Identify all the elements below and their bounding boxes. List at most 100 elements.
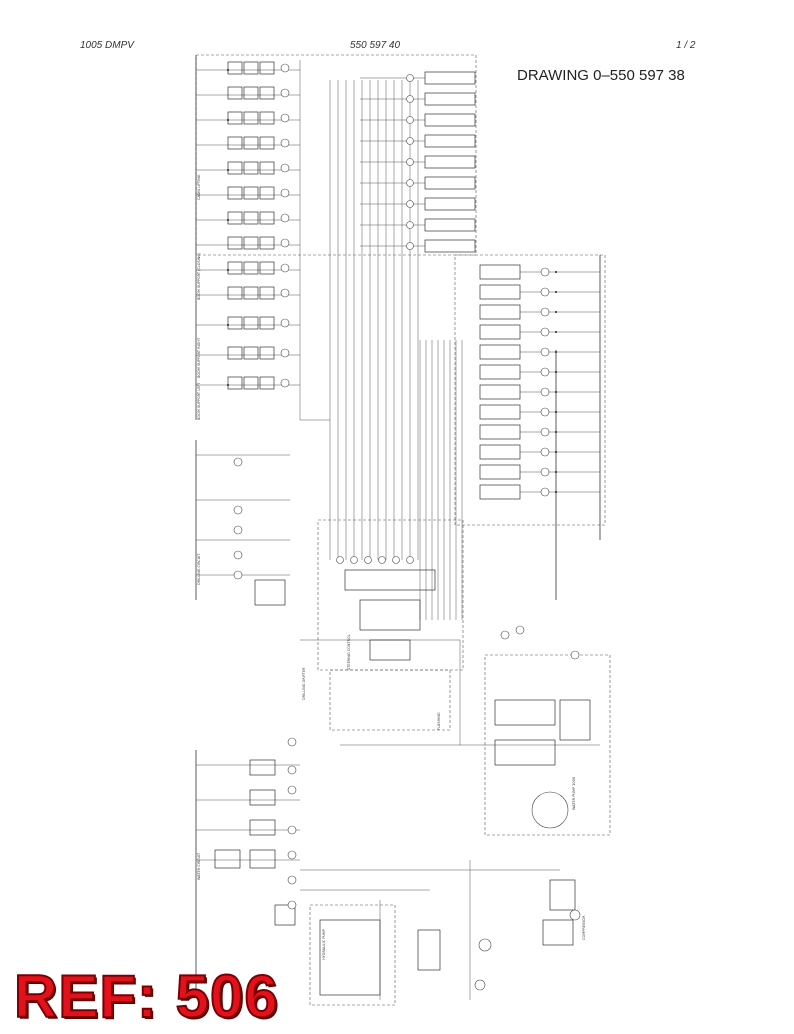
item-callout [336, 556, 344, 564]
item-callout [280, 238, 290, 248]
item-callout [531, 791, 569, 829]
item-callout [570, 650, 580, 660]
item-callout [540, 267, 550, 277]
component-box [243, 61, 259, 75]
item-callout [540, 427, 550, 437]
junction-dot [227, 324, 229, 326]
schematic-label: WATER CIRCUIT [197, 852, 201, 880]
component-box [259, 186, 275, 200]
schematic-label: DRILLING CIRCUIT [197, 553, 201, 585]
item-callout [569, 909, 581, 921]
item-callout [280, 188, 290, 198]
component-box [479, 264, 521, 280]
schematic-label: CABIN LIFTING [197, 174, 201, 200]
component-box [259, 376, 275, 390]
item-callout [287, 737, 297, 747]
junction-dot [555, 331, 557, 333]
component-box [227, 316, 243, 330]
item-callout [540, 307, 550, 317]
junction-dot [555, 391, 557, 393]
item-callout [540, 387, 550, 397]
junction-dot [227, 169, 229, 171]
item-callout [406, 116, 414, 124]
component-box [542, 919, 574, 946]
item-callout [474, 979, 486, 991]
item-callout [540, 367, 550, 377]
component-box [227, 186, 243, 200]
component-box [259, 211, 275, 225]
component-box [274, 904, 296, 926]
header-model: 1005 DMPV [80, 40, 134, 51]
component-box [254, 579, 286, 606]
component-box [243, 211, 259, 225]
junction-dot [555, 411, 557, 413]
item-callout [500, 630, 510, 640]
component-box [479, 444, 521, 460]
junction-dot [227, 119, 229, 121]
item-callout [280, 138, 290, 148]
component-box [549, 879, 576, 911]
enclosure [309, 904, 396, 1006]
item-callout [540, 347, 550, 357]
item-callout [540, 287, 550, 297]
item-callout [280, 163, 290, 173]
component-box [259, 111, 275, 125]
item-callout [406, 158, 414, 166]
item-callout [287, 765, 297, 775]
item-callout [280, 318, 290, 328]
item-callout [233, 505, 243, 515]
component-box [344, 569, 436, 591]
component-box [479, 284, 521, 300]
item-callout [233, 525, 243, 535]
item-callout [280, 63, 290, 73]
schematic-label: BOOM SUPPORT RIGHT [197, 337, 201, 378]
enclosure [454, 254, 606, 526]
item-callout [406, 221, 414, 229]
component-box [479, 404, 521, 420]
component-box [479, 424, 521, 440]
schematic-label: WATER PUMP 1000 [572, 777, 576, 810]
item-callout [280, 113, 290, 123]
item-callout [233, 550, 243, 560]
item-callout [406, 200, 414, 208]
ref-badge: REF: 506 [13, 963, 279, 1030]
junction-dot [555, 271, 557, 273]
component-box [479, 304, 521, 320]
component-box [259, 136, 275, 150]
component-box [227, 61, 243, 75]
component-box [559, 699, 591, 741]
component-box [227, 86, 243, 100]
schematic-label: DRILLING DRIFTER [302, 667, 306, 700]
component-box [479, 384, 521, 400]
component-box [424, 113, 476, 127]
component-box [227, 286, 243, 300]
item-callout [406, 242, 414, 250]
schematic-label: HYDRAULIC PUMP [322, 929, 326, 960]
component-box [479, 464, 521, 480]
component-box [243, 186, 259, 200]
component-box [243, 261, 259, 275]
item-callout [287, 900, 297, 910]
item-callout [287, 825, 297, 835]
enclosure [195, 54, 477, 256]
component-box [249, 789, 276, 806]
item-callout [280, 288, 290, 298]
component-box [227, 236, 243, 250]
component-box [479, 344, 521, 360]
item-callout [287, 850, 297, 860]
component-box [494, 739, 556, 766]
component-box [424, 197, 476, 211]
item-callout [515, 625, 525, 635]
item-callout [364, 556, 372, 564]
component-box [214, 849, 241, 869]
component-box [424, 71, 476, 85]
component-box [359, 599, 421, 631]
component-box [424, 134, 476, 148]
component-box [479, 324, 521, 340]
component-box [424, 176, 476, 190]
item-callout [540, 487, 550, 497]
component-box [227, 376, 243, 390]
item-callout [280, 348, 290, 358]
item-callout [392, 556, 400, 564]
